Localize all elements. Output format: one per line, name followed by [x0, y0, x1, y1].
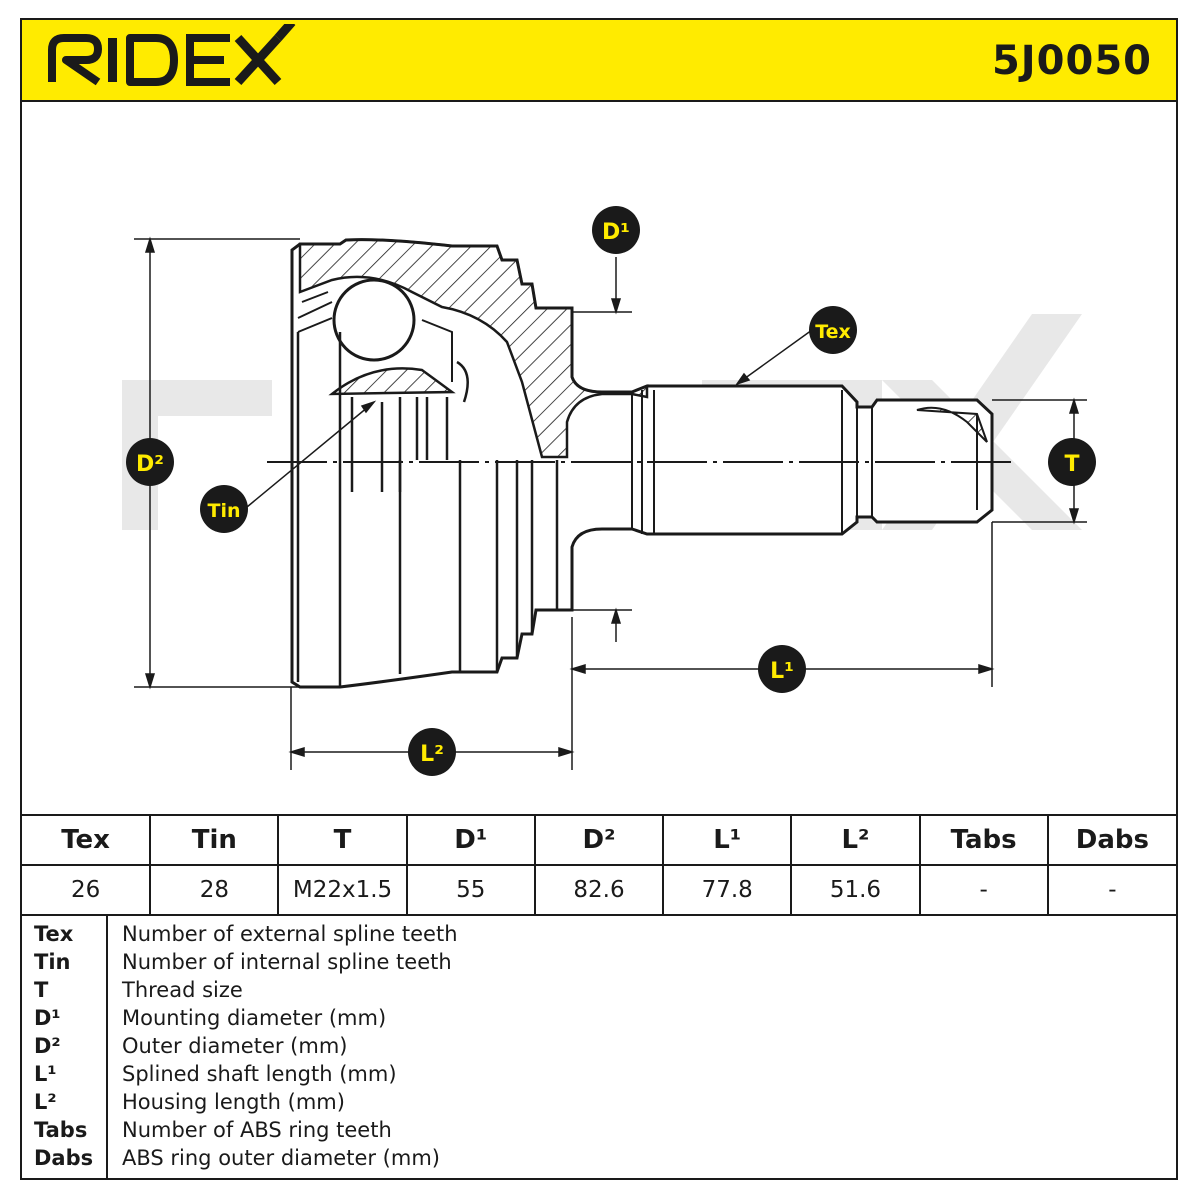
cv-joint-diagram: D² D¹ Tex T Tin L¹: [122, 206, 1096, 776]
legend-key: T: [34, 978, 49, 1002]
legend-item: Tabs Number of ABS ring teeth: [22, 1118, 1176, 1146]
shaft-details: [631, 390, 988, 534]
legend-item: L¹ Splined shaft length (mm): [22, 1062, 1176, 1090]
ridex-logo: [48, 24, 296, 86]
label-l2: L²: [408, 728, 456, 776]
legend-desc: Number of internal spline teeth: [122, 950, 452, 974]
legend-key: L²: [34, 1090, 57, 1114]
l2-dimension: [288, 687, 575, 770]
value-l2: 51.6: [790, 864, 921, 916]
header-t: T: [277, 814, 408, 866]
legend-item: L² Housing length (mm): [22, 1090, 1176, 1118]
svg-text:L¹: L¹: [770, 659, 794, 684]
value-tex: 26: [22, 864, 152, 916]
legend-desc: Mounting diameter (mm): [122, 1006, 387, 1030]
header-d1: D¹: [405, 814, 536, 866]
legend-item: Tin Number of internal spline teeth: [22, 950, 1176, 978]
spec-table-header-row: Tex Tin T D¹ D² L¹ L² Tabs Dabs: [22, 814, 1176, 866]
legend-desc: Thread size: [122, 978, 243, 1002]
header-bar: 5J0050: [22, 20, 1176, 102]
legend-desc: Housing length (mm): [122, 1090, 345, 1114]
housing-body-lines: [296, 332, 559, 687]
legend-item: T Thread size: [22, 978, 1176, 1006]
label-tex: Tex: [809, 306, 857, 354]
value-l1: 77.8: [662, 864, 793, 916]
value-d2: 82.6: [533, 864, 665, 916]
label-d1: D¹: [592, 206, 640, 254]
label-d2: D²: [126, 438, 174, 486]
legend-desc: Number of external spline teeth: [122, 922, 458, 946]
legend-key: Tin: [34, 950, 71, 974]
legend-key: Tex: [34, 922, 74, 946]
svg-text:Tin: Tin: [208, 500, 241, 522]
legend-desc: Splined shaft length (mm): [122, 1062, 397, 1086]
spec-sheet: 5J0050: [20, 18, 1178, 1180]
header-dabs: Dabs: [1046, 814, 1176, 866]
housing-section-hatch: [298, 238, 649, 459]
header-tin: Tin: [149, 814, 280, 866]
legend-item: D¹ Mounting diameter (mm): [22, 1006, 1176, 1034]
value-dabs: -: [1046, 864, 1176, 916]
technical-drawing: D² D¹ Tex T Tin L¹: [22, 102, 1176, 814]
header-d2: D²: [533, 814, 665, 866]
label-tin: Tin: [200, 485, 248, 533]
legend-desc: Number of ABS ring teeth: [122, 1118, 392, 1142]
spec-table-value-row: 26 28 M22x1.5 55 82.6 77.8 51.6 - -: [22, 864, 1176, 916]
legend-key: Dabs: [34, 1146, 94, 1170]
header-tabs: Tabs: [918, 814, 1049, 866]
header-tex: Tex: [22, 814, 152, 866]
label-t: T: [1048, 438, 1096, 486]
value-tabs: -: [918, 864, 1049, 916]
svg-text:D²: D²: [136, 452, 164, 477]
value-tin: 28: [149, 864, 280, 916]
d1-dimension: [572, 257, 632, 642]
legend-divider: [106, 914, 108, 1180]
legend-item: Tex Number of external spline teeth: [22, 922, 1176, 950]
leader-lines: [246, 329, 813, 508]
header-l1: L¹: [662, 814, 793, 866]
legend-desc: ABS ring outer diameter (mm): [122, 1146, 440, 1170]
svg-text:T: T: [1064, 452, 1079, 477]
svg-text:Tex: Tex: [815, 321, 851, 343]
svg-text:L²: L²: [420, 742, 444, 767]
legend-key: D¹: [34, 1006, 61, 1030]
header-l2: L²: [790, 814, 921, 866]
legend: Tex Number of external spline teeth Tin …: [22, 914, 1176, 1180]
spec-table: Tex Tin T D¹ D² L¹ L² Tabs Dabs 26 28 M2…: [22, 814, 1176, 916]
legend-item: D² Outer diameter (mm): [22, 1034, 1176, 1062]
ball-bearing: [332, 278, 416, 362]
legend-key: D²: [34, 1034, 61, 1058]
value-t: M22x1.5: [277, 864, 408, 916]
inner-race: [328, 367, 456, 396]
svg-text:D¹: D¹: [602, 220, 630, 245]
label-l1: L¹: [758, 645, 806, 693]
legend-key: L¹: [34, 1062, 57, 1086]
legend-desc: Outer diameter (mm): [122, 1034, 348, 1058]
legend-item: Dabs ABS ring outer diameter (mm): [22, 1146, 1176, 1174]
value-d1: 55: [405, 864, 536, 916]
legend-key: Tabs: [34, 1118, 88, 1142]
part-number: 5J0050: [991, 38, 1152, 84]
